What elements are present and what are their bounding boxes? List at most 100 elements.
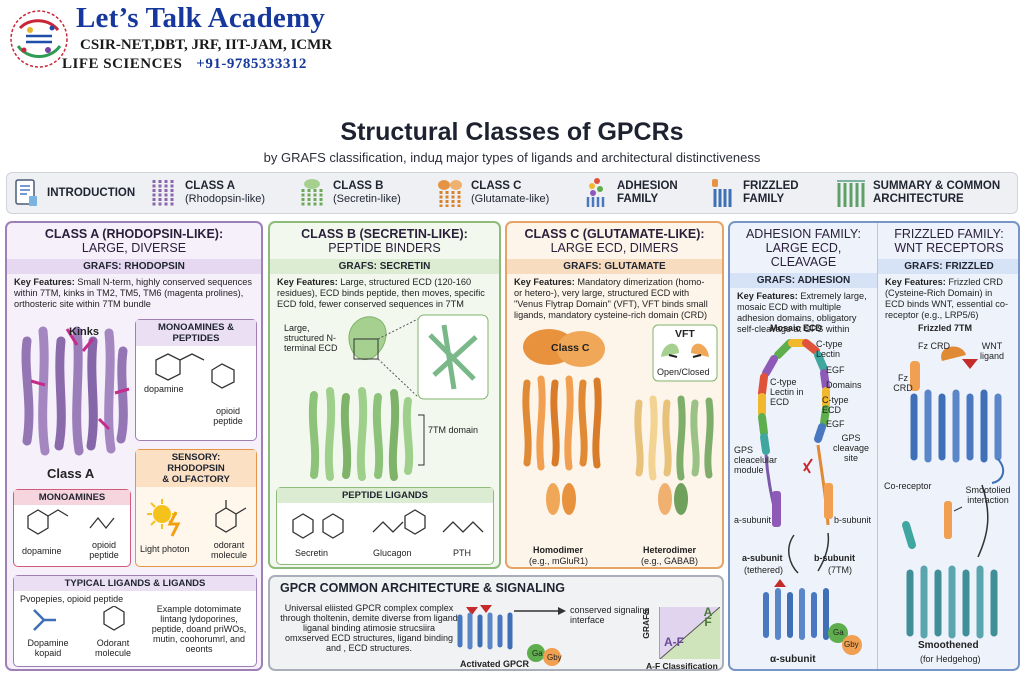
class-a-receptor-illustration	[21, 326, 130, 456]
architecture-title: GPCR COMMON ARCHITECTURE & SIGNALING	[280, 581, 565, 595]
class-b-subtitle: PEPTIDE BINDERS	[328, 241, 441, 255]
page-title: Structural Classes of GPCRs	[340, 118, 684, 146]
class-a-panel: CLASS A (RHODOPSIN-LIKE): LARGE, DIVERSE…	[5, 221, 263, 671]
class-b-grafs: GRAFS: SECRETIN	[270, 259, 499, 274]
class-a-heading: CLASS A (RHODOPSIN-LIKE): LARGE, DIVERSE	[7, 223, 261, 257]
nav-class-a[interactable]: CLASS A(Rhodopsin-like)	[143, 173, 291, 213]
frizzled-receptor-illustration	[902, 346, 1005, 639]
common-architecture-panel: GPCR COMMON ARCHITECTURE & SIGNALING Uni…	[268, 575, 724, 671]
sensory-box: SENSORY:RHODOPSIN& OLFACTORY Light photo…	[135, 449, 257, 567]
adhesion-receptor-illustration	[758, 339, 862, 655]
class-a-kf-label: Key Features:	[14, 277, 75, 287]
frizzled-heading: FRIZZLED FAMILY: WNT RECEPTORS	[878, 223, 1018, 257]
brand-subject: LIFE SCIENCES	[62, 56, 183, 72]
frizzled-title: FRIZZLED FAMILY:	[894, 227, 1004, 241]
frizzled-subtitle: WNT RECEPTORS	[894, 241, 1004, 255]
mosaic-ecd-label: Mosaic ECD	[770, 323, 823, 333]
document-icon	[15, 179, 37, 206]
odorant-molecule-label: odorant molecule	[210, 540, 248, 560]
monoamine-dopamine-label: dopamine	[22, 546, 62, 556]
nav-summary-sub: ARCHITECTURE	[873, 193, 964, 205]
adhesion-gby-label: Gby	[844, 640, 859, 649]
class-b-title: CLASS B (SECRETIN-LIKE):	[301, 227, 468, 241]
nav-class-b-label: CLASS B	[333, 180, 384, 192]
nav-class-c-sub: (Glutamate-like)	[471, 193, 550, 205]
class-a-label: Class A	[47, 466, 95, 481]
adhesion-grafs: GRAFS: ADHESION	[730, 273, 877, 288]
adhesion-kf-text: Extremely large, mosaic ECD with multipl…	[737, 291, 867, 334]
class-c-label: Class C	[551, 342, 590, 354]
nav-frizzled-label: FRIZZLED	[743, 180, 799, 192]
frizzled-key-features: Key Features: Frizzled CRD (Cysteine-Ric…	[878, 274, 1018, 321]
a-subunit-tethered-label: a-subunit	[742, 553, 783, 563]
typical-ligand-structures-icon	[33, 606, 125, 631]
typical-ligands-box: TYPICAL LIGANDS & LIGANDS Pvopepies, opi…	[13, 575, 257, 667]
monoamines-peptides-title: MONOAMINES & PEPTIDES	[136, 320, 256, 346]
peptide-structures-icon	[292, 509, 484, 539]
adhesion-title: ADHESION FAMILY:	[745, 227, 862, 241]
sensory-title-2: RHODOPSIN	[167, 463, 225, 474]
class-c-kf-text: Mandatory dimerization (homo- or hetero-…	[514, 277, 708, 320]
nav-summary-label: SUMMARY & COMMON	[873, 180, 1001, 192]
adhesion-key-features: Key Features: Extremely large, mosaic EC…	[730, 288, 877, 335]
class-b-key-features: Key Features: Large, structured ECD (120…	[270, 274, 499, 310]
nav-introduction-label: INTRODUCTION	[47, 186, 136, 199]
nav-class-a-sub: (Rhodopsin-like)	[185, 193, 266, 205]
nav-class-c-label: CLASS C	[471, 180, 522, 192]
section-nav: INTRODUCTION CLASS A(Rhodopsin-like) CLA…	[6, 172, 1018, 214]
class-b-ecd-label: Large, structured N-terminal ECD	[284, 323, 338, 353]
class-b-heading: CLASS B (SECRETIN-LIKE): PEPTIDE BINDERS	[270, 223, 499, 257]
class-c-receptor-icon	[438, 180, 462, 207]
dopamine-kopaid-label: Dopamine kopaid	[27, 638, 69, 658]
class-c-grafs: GRAFS: GLUTAMATE	[507, 259, 722, 274]
typical-odorant-label: Odorant molecule	[94, 638, 132, 658]
class-a-key-features: Key Features: Small N-term, highly conse…	[7, 274, 261, 310]
nav-class-b[interactable]: CLASS B(Secretin-like)	[291, 173, 429, 213]
class-a-grafs: GRAFS: RHODOPSIN	[7, 259, 261, 274]
frizzled-section: FRIZZLED FAMILY: WNT RECEPTORS GRAFS: FR…	[878, 223, 1018, 664]
monoamine-opioid-label: opioid peptide	[89, 540, 119, 560]
b-subunit-label: b-subunit	[834, 515, 872, 525]
sensory-title: SENSORY:RHODOPSIN& OLFACTORY	[136, 450, 256, 487]
brand-name: Let’s Talk Academy	[76, 2, 326, 34]
nav-introduction[interactable]: INTRODUCTION	[7, 173, 143, 213]
fz-crd-left-label: Fz CRD	[893, 373, 913, 393]
class-a-receptor-icon	[152, 180, 174, 206]
a-subunit-label: a-subunit	[734, 515, 772, 525]
heterodimer-example: (e.g., GABAB)	[641, 556, 699, 566]
fz-crd-top-label: Fz CRD	[918, 341, 950, 351]
nav-frizzled-sub: FAMILY	[743, 193, 785, 205]
nav-class-c[interactable]: CLASS C(Glutamate-like)	[429, 173, 577, 213]
glucagon-label: Glucagon	[373, 548, 412, 558]
hedgehog-label: (for Hedgehog)	[920, 654, 981, 664]
nav-adhesion-label: ADHESION	[617, 180, 678, 192]
adhesion-receptor-icon	[586, 178, 605, 207]
smoothened-interaction-label: Smootolied interaction	[965, 485, 1011, 505]
c-type-lectin-ecd-label: C-type Lectin in ECD	[770, 377, 804, 407]
nav-adhesion-sub: FAMILY	[617, 193, 659, 205]
monoamines-title: MONOAMINES	[14, 490, 130, 505]
c-type-lectin-label: C-type Lectin	[816, 339, 843, 359]
sensory-title-3: & OLFACTORY	[162, 474, 230, 485]
alpha-subunit-label: α-subunit	[770, 654, 816, 665]
c-type-ecd-label: C-type ECD	[822, 395, 849, 415]
vft-state-label: Open/Closed	[657, 367, 710, 377]
class-c-key-features: Key Features: Mandatory dimerization (ho…	[507, 274, 722, 321]
light-photon-icon	[147, 499, 181, 537]
af-label: A-F	[664, 635, 684, 649]
typical-right-text: Example dotomimate lintang lydoporines, …	[151, 604, 247, 654]
pth-label: PTH	[453, 548, 471, 558]
adhesion-frizzled-panel: ADHESION FAMILY: LARGE ECD, CLEAVAGE GRA…	[728, 221, 1020, 671]
co-receptor-label: Co-receptor	[884, 481, 932, 491]
activated-gpcr-illustration	[457, 605, 566, 666]
typical-ligands-title: TYPICAL LIGANDS & LIGANDS	[14, 576, 256, 591]
homodimer-label: Homodimer	[533, 545, 584, 555]
wnt-ligand-label: WNT ligand	[979, 341, 1005, 361]
frizzled-kf-text: Frizzled CRD (Cysteine-Rich Domain) in E…	[885, 277, 1009, 320]
class-b-kf-label: Key Features:	[277, 277, 338, 287]
brand-phone[interactable]: +91-9785333312	[196, 56, 307, 72]
heterodimer-label: Heterodimer	[643, 545, 697, 555]
